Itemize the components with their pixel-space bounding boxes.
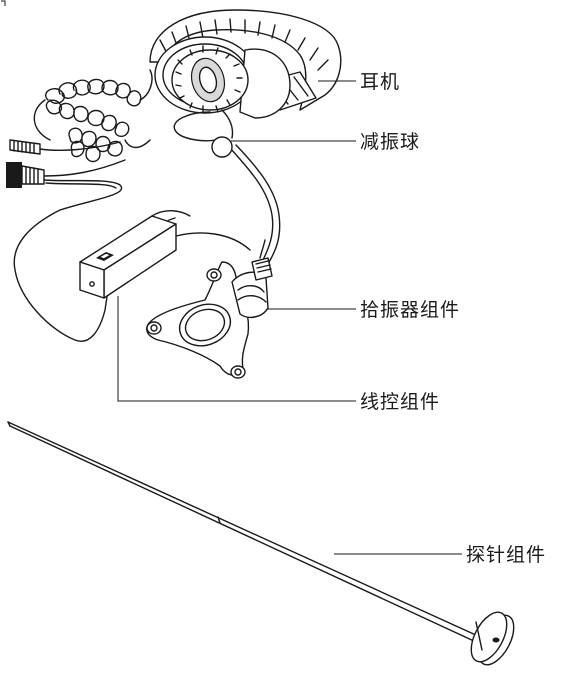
label-headphones: 耳机 (360, 71, 400, 93)
control-front (79, 261, 105, 299)
leader-inline-control (117, 296, 356, 402)
headphones (149, 9, 342, 119)
probe-assembly (7, 421, 515, 666)
probe-knob-hole (492, 637, 500, 643)
damping-ball (211, 136, 233, 158)
inline-control-box (79, 210, 251, 299)
connector-lower (6, 162, 22, 188)
label-probe: 探针组件 (466, 544, 546, 566)
corner-mark (1, 0, 6, 6)
pickup-body (231, 271, 269, 319)
label-damping-ball: 减振球 (360, 131, 420, 153)
label-pickup: 拾振器组件 (360, 299, 460, 321)
pickup-assembly (146, 239, 273, 379)
probe-rod (7, 421, 479, 637)
main-cable (153, 109, 281, 265)
headband (149, 9, 342, 111)
label-inline-control: 线控组件 (360, 391, 440, 413)
headband-texture (159, 18, 329, 71)
cable-connectors (6, 139, 126, 342)
control-jack (89, 281, 95, 287)
